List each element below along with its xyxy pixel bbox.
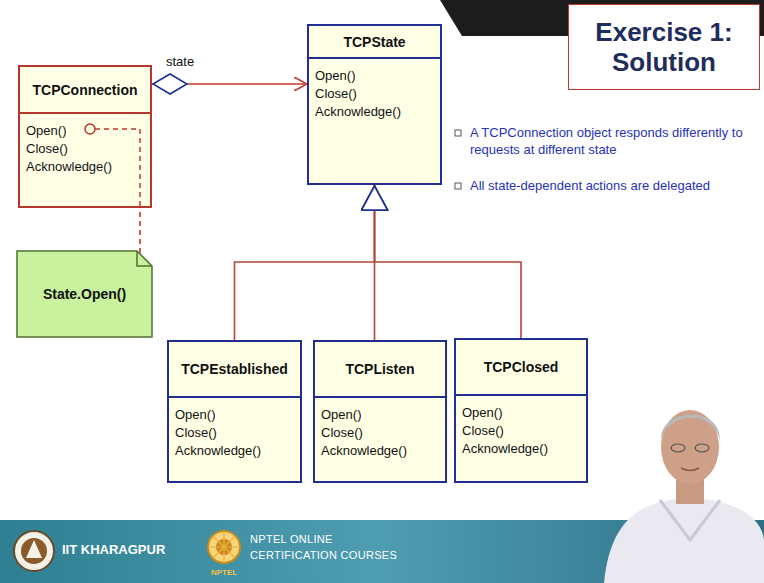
- presenter-photo: [604, 410, 764, 583]
- note-box: State.Open(): [16, 250, 153, 338]
- class-name-compartment: TCPClosed: [456, 340, 586, 396]
- course-banner: NPTEL ONLINE: [250, 533, 333, 545]
- method-name: Acknowledge(): [315, 103, 401, 121]
- method-name: Close(): [462, 422, 504, 440]
- course-banner: CERTIFICATION COURSES: [250, 549, 397, 561]
- class-box: TCPListenOpen()Close()Acknowledge(): [313, 340, 447, 483]
- bullet-text: A TCPConnection object responds differen…: [470, 124, 756, 158]
- class-name-compartment: TCPEstablished: [169, 342, 300, 398]
- class-box: TCPEstablishedOpen()Close()Acknowledge(): [167, 340, 302, 483]
- class-name-compartment: TCPConnection: [20, 67, 150, 114]
- method-name: Open(): [462, 404, 502, 422]
- method-compartment: Open()Close()Acknowledge(): [456, 396, 586, 462]
- bullet-text: All state-dependent actions are delegate…: [470, 177, 756, 194]
- role-label: state: [164, 54, 196, 69]
- nptel-logo: [208, 531, 240, 563]
- aggregation-line: [152, 83, 307, 85]
- class-name-compartment: TCPListen: [315, 342, 445, 398]
- method-compartment: Open()Close()Acknowledge(): [309, 59, 440, 125]
- method-name: Open(): [26, 122, 66, 140]
- class-name: TCPEstablished: [181, 361, 288, 377]
- inheritance-line: [235, 185, 375, 340]
- method-name: Open(): [321, 406, 361, 424]
- slide-title: Exercise 1: Solution: [574, 17, 754, 77]
- class-box: TCPClosedOpen()Close()Acknowledge(): [454, 338, 588, 483]
- class-box: TCPStateOpen()Close()Acknowledge(): [307, 24, 442, 185]
- class-name: TCPClosed: [484, 359, 559, 375]
- bullet-square: [455, 130, 461, 136]
- method-name: Open(): [315, 67, 355, 85]
- method-name: Close(): [26, 140, 68, 158]
- bullet-square: [455, 183, 461, 189]
- class-box: TCPConnectionOpen()Close()Acknowledge(): [18, 65, 152, 208]
- method-name: Open(): [175, 406, 215, 424]
- method-compartment: Open()Close()Acknowledge(): [20, 114, 150, 180]
- method-name: Close(): [175, 424, 217, 442]
- method-name: Close(): [321, 424, 363, 442]
- note-link: [139, 208, 141, 253]
- iit-logo: [14, 531, 54, 571]
- method-name: Close(): [315, 85, 357, 103]
- method-name: Acknowledge(): [26, 158, 112, 176]
- method-name: Acknowledge(): [321, 442, 407, 460]
- inheritance-line: [375, 185, 522, 338]
- class-name: TCPListen: [345, 361, 414, 377]
- class-name-compartment: TCPState: [309, 26, 440, 59]
- method-compartment: Open()Close()Acknowledge(): [315, 398, 445, 464]
- logo-caption: NPTEL: [211, 568, 237, 577]
- title-box: Exercise 1: Solution: [568, 4, 760, 90]
- institute-name: IIT KHARAGPUR: [62, 542, 165, 557]
- method-name: Acknowledge(): [175, 442, 261, 460]
- note-text: State.Open(): [43, 286, 126, 302]
- class-name: TCPConnection: [33, 82, 138, 98]
- class-name: TCPState: [343, 34, 405, 50]
- method-name: Acknowledge(): [462, 440, 548, 458]
- method-compartment: Open()Close()Acknowledge(): [169, 398, 300, 464]
